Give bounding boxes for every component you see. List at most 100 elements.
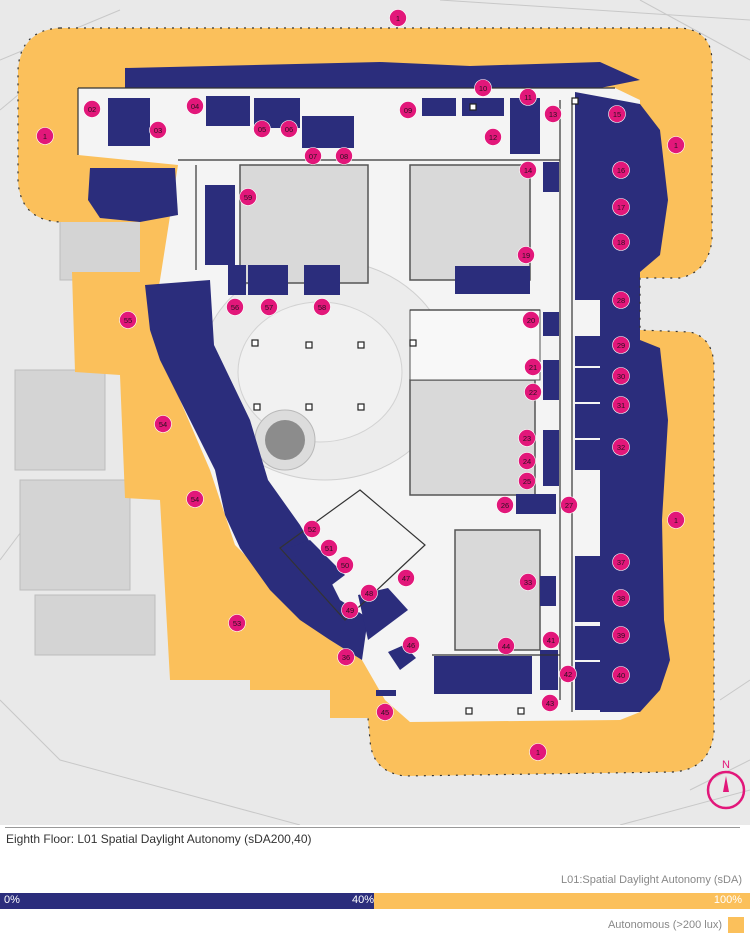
room-marker-09: 09 [399,101,417,119]
non-autonomous-zones [88,62,670,712]
room-marker-11: 11 [519,88,537,106]
room-marker-03: 03 [149,121,167,139]
room-marker-label: 38 [617,594,625,603]
room-marker-label: 1 [396,14,400,23]
compass-label: N [722,759,730,771]
room-marker-42: 42 [559,665,577,683]
room-marker-dot [303,520,321,538]
room-marker-05: 05 [253,120,271,138]
room-marker-dot [186,97,204,115]
room-marker-label: 26 [501,501,509,510]
room-marker-label: 1 [536,748,540,757]
room-marker-label: 23 [523,434,531,443]
room-marker-label: 14 [524,166,532,175]
room-marker-08: 08 [335,147,353,165]
room-marker-label: 18 [617,238,625,247]
autonomous-legend-label: Autonomous (>200 lux) [607,919,722,931]
room-marker-57: 57 [260,298,278,316]
room-marker-dot [484,128,502,146]
room-marker-50: 50 [336,556,354,574]
room-marker-54: 54 [154,415,172,433]
room-marker-dot [612,233,630,251]
room-marker-dot [376,703,394,721]
room-marker-label: 09 [404,106,412,115]
room-marker-label: 52 [308,525,316,534]
room-marker-27: 27 [560,496,578,514]
room-marker-label: 12 [489,133,497,142]
room-marker-04: 04 [186,97,204,115]
room-marker-dot [402,636,420,654]
room-marker-dot [519,573,537,591]
room-marker-dot [522,311,540,329]
room-marker-51: 51 [320,539,338,557]
room-marker-58: 58 [313,298,331,316]
autonomous-legend-swatch [728,917,744,933]
room-marker-dot [36,127,54,145]
room-marker-label: 10 [479,84,487,93]
room-marker-label: 03 [154,126,162,135]
room-marker-label: 20 [527,316,535,325]
room-marker-23: 23 [518,429,536,447]
room-marker-dot [280,120,298,138]
legend-title: L01:Spatial Daylight Autonomy (sDA) [561,874,742,886]
room-marker-dot [497,637,515,655]
room-marker-label: 22 [529,388,537,397]
room-marker-10: 10 [474,79,492,97]
room-marker-45: 45 [376,703,394,721]
plan-caption: Eighth Floor: L01 Spatial Daylight Auton… [6,832,312,846]
room-marker-32: 32 [612,438,630,456]
room-marker-label: 1 [674,516,678,525]
room-marker-dot [667,511,685,529]
room-marker-dot [544,105,562,123]
room-marker-label: 05 [258,125,266,134]
room-marker-dot [524,358,542,376]
room-marker-label: 53 [233,619,241,628]
room-marker-dot [337,648,355,666]
room-marker-16: 16 [612,161,630,179]
room-marker-dot [517,246,535,264]
room-marker-28: 28 [612,291,630,309]
legend-bar-low [0,893,374,909]
room-marker-dot [399,101,417,119]
room-marker-31: 31 [612,396,630,414]
room-marker-15: 15 [608,105,626,123]
room-marker-label: 06 [285,125,293,134]
north-compass: N [706,759,746,810]
room-marker-1: 1 [667,511,685,529]
room-marker-dot [239,188,257,206]
room-marker-dot [336,556,354,574]
room-marker-dot [612,666,630,684]
room-marker-dot [119,311,137,329]
room-marker-label: 19 [522,251,530,260]
legend-max-label: 100% [713,894,742,906]
room-marker-label: 45 [381,708,389,717]
room-marker-02: 02 [83,100,101,118]
room-marker-label: 1 [43,132,47,141]
room-marker-dot [397,569,415,587]
room-marker-dot [559,665,577,683]
room-marker-label: 44 [502,642,510,651]
room-marker-label: 25 [523,477,531,486]
room-marker-label: 47 [402,574,410,583]
room-marker-label: 16 [617,166,625,175]
room-marker-label: 24 [523,457,531,466]
room-marker-25: 25 [518,472,536,490]
room-marker-dot [542,631,560,649]
room-marker-dot [253,120,271,138]
legend-bar-high [374,893,750,909]
room-marker-label: 36 [342,653,350,662]
room-marker-label: 31 [617,401,625,410]
room-marker-40: 40 [612,666,630,684]
room-marker-07: 07 [304,147,322,165]
room-marker-46: 46 [402,636,420,654]
room-marker-dot [304,147,322,165]
room-marker-dot [608,105,626,123]
room-marker-label: 04 [191,102,199,111]
room-marker-24: 24 [518,452,536,470]
room-marker-dot [612,589,630,607]
room-marker-dot [612,161,630,179]
room-marker-dot [560,496,578,514]
room-marker-dot [360,584,378,602]
legend-min-label: 0% [4,894,20,906]
